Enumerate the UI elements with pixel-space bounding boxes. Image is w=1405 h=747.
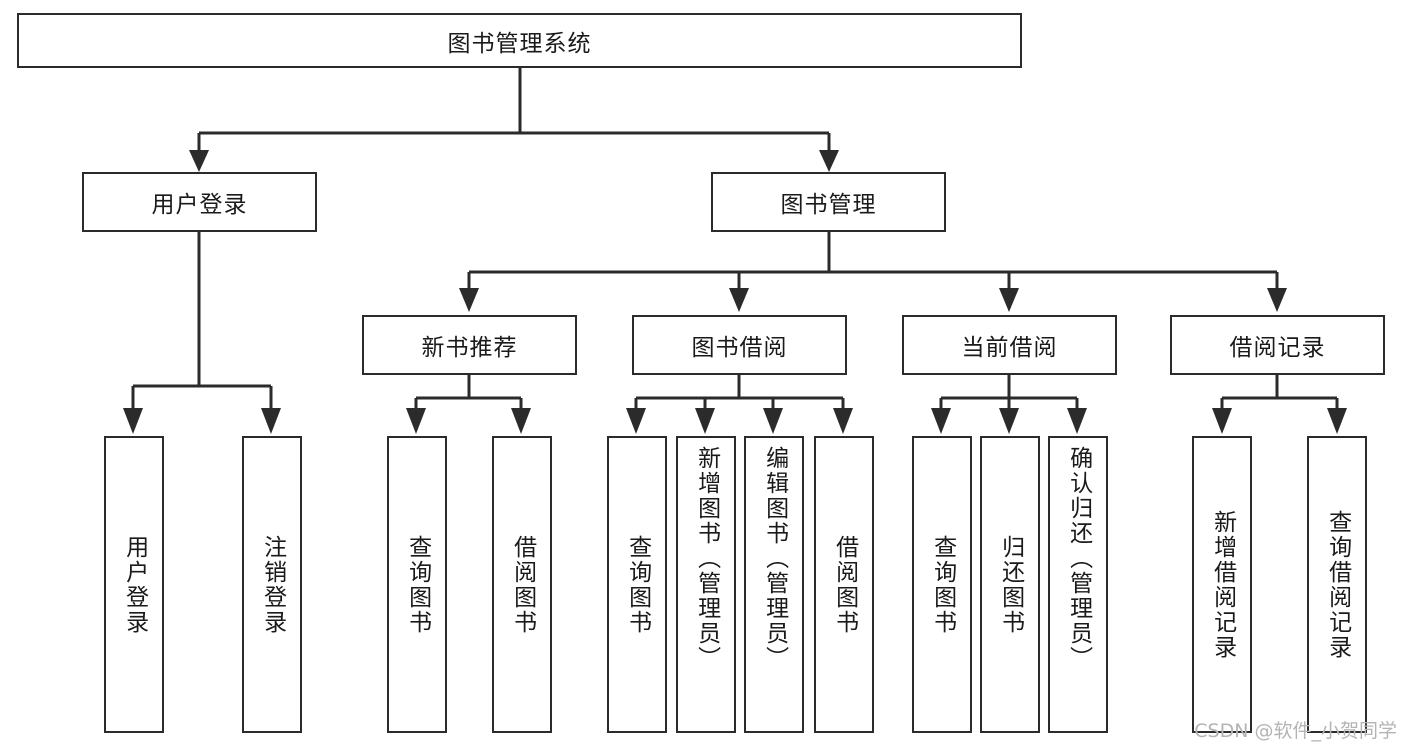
node-user-login-label: 用户登录 <box>151 192 248 218</box>
leaf-add-book-admin[interactable]: 新增图书（管理员） <box>676 436 736 733</box>
leaf-query-book-1-label: 查询图书 <box>404 534 431 635</box>
node-user-login[interactable]: 用户登录 <box>82 172 317 232</box>
leaf-logout-label: 注销登录 <box>259 534 286 635</box>
node-book-manage-label: 图书管理 <box>780 192 877 218</box>
leaf-confirm-return-admin-label: 确认归还（管理员） <box>1065 446 1092 671</box>
node-new-book-recommend[interactable]: 新书推荐 <box>362 315 577 375</box>
leaf-query-book-3-label: 查询图书 <box>929 534 956 635</box>
leaf-return-book-label: 归还图书 <box>997 534 1024 635</box>
leaf-add-book-admin-label: 新增图书（管理员） <box>693 446 720 671</box>
leaf-add-borrow-record-label: 新增借阅记录 <box>1209 509 1236 660</box>
leaf-user-login[interactable]: 用户登录 <box>104 436 164 733</box>
leaf-query-borrow-record[interactable]: 查询借阅记录 <box>1307 436 1367 733</box>
leaf-logout[interactable]: 注销登录 <box>242 436 302 733</box>
node-current-borrow[interactable]: 当前借阅 <box>902 315 1117 375</box>
leaf-query-book-2[interactable]: 查询图书 <box>607 436 667 733</box>
leaf-add-borrow-record[interactable]: 新增借阅记录 <box>1192 436 1252 733</box>
node-new-book-recommend-label: 新书推荐 <box>421 335 518 361</box>
node-root-label: 图书管理系统 <box>447 30 592 57</box>
leaf-query-book-3[interactable]: 查询图书 <box>912 436 972 733</box>
leaf-borrow-book-1-label: 借阅图书 <box>509 534 536 635</box>
leaf-borrow-book-2-label: 借阅图书 <box>831 534 858 635</box>
leaf-query-book-1[interactable]: 查询图书 <box>387 436 447 733</box>
node-book-manage[interactable]: 图书管理 <box>711 172 946 232</box>
leaf-query-borrow-record-label: 查询借阅记录 <box>1324 509 1351 660</box>
node-book-borrow-label: 图书借阅 <box>691 335 788 361</box>
csdn-watermark: CSDN @软件_小贺同学 <box>1194 720 1397 742</box>
node-borrow-record-label: 借阅记录 <box>1229 335 1326 361</box>
leaf-user-login-label: 用户登录 <box>121 534 148 635</box>
leaf-confirm-return-admin[interactable]: 确认归还（管理员） <box>1048 436 1108 733</box>
node-book-borrow[interactable]: 图书借阅 <box>632 315 847 375</box>
leaf-return-book[interactable]: 归还图书 <box>980 436 1040 733</box>
node-root[interactable]: 图书管理系统 <box>17 13 1022 68</box>
node-borrow-record[interactable]: 借阅记录 <box>1170 315 1385 375</box>
leaf-borrow-book-2[interactable]: 借阅图书 <box>814 436 874 733</box>
leaf-query-book-2-label: 查询图书 <box>624 534 651 635</box>
leaf-edit-book-admin[interactable]: 编辑图书（管理员） <box>744 436 804 733</box>
leaf-edit-book-admin-label: 编辑图书（管理员） <box>761 446 788 671</box>
node-current-borrow-label: 当前借阅 <box>961 335 1058 361</box>
leaf-borrow-book-1[interactable]: 借阅图书 <box>492 436 552 733</box>
